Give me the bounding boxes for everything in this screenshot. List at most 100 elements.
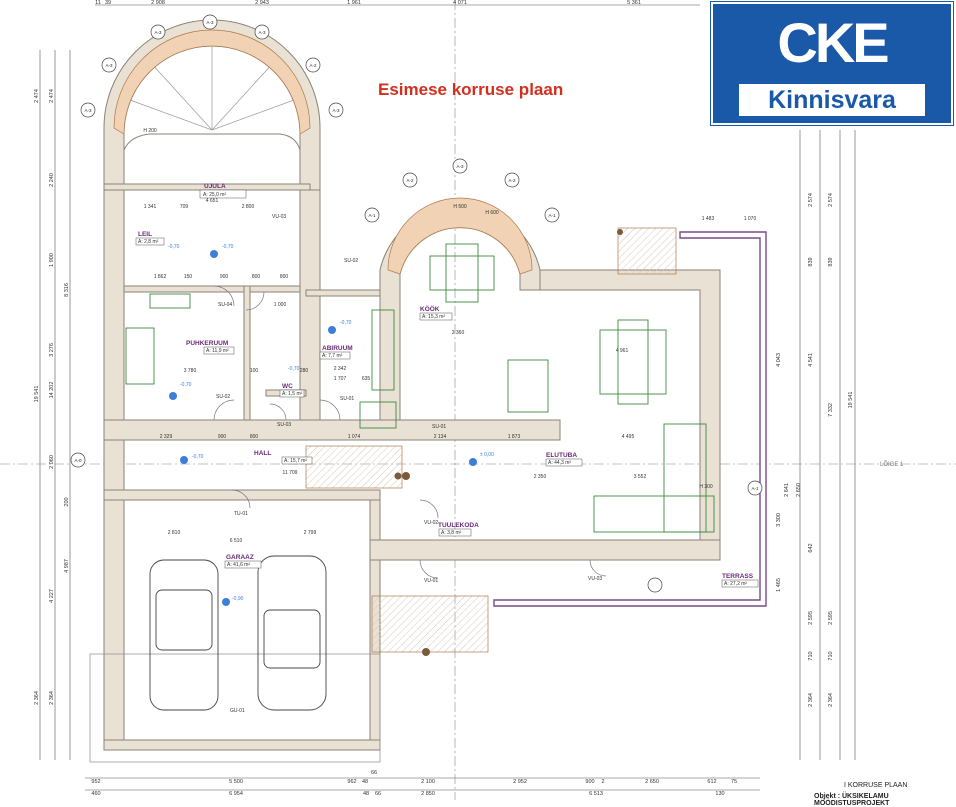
axis-label: A-2: [406, 178, 414, 183]
title-block-line1: I KORRUSE PLAAN: [844, 782, 908, 789]
axis-bubbles: [70, 14, 763, 593]
door-code: SU-02: [344, 258, 358, 264]
dim-text: 130: [715, 791, 724, 797]
dim-text: 280: [300, 368, 309, 374]
door-code: TU-01: [234, 511, 248, 517]
dim-text: 1 341: [144, 204, 157, 210]
dim-text: 66: [371, 770, 377, 776]
door-code: GU-01: [230, 708, 245, 714]
door-code: VU-01: [424, 578, 438, 584]
dim-text: 839: [828, 257, 834, 266]
dims-internal: 4 651 1 341 709 2 800 1 862 150 900 800 …: [143, 128, 756, 544]
door-code: SU-01: [340, 396, 354, 402]
room-name: LEIL: [138, 231, 152, 238]
dim-text: 4 651: [206, 198, 219, 204]
dim-text: 2 908: [151, 0, 165, 6]
dim-text: 2 060: [49, 455, 55, 469]
dim-text: 2 943: [255, 0, 269, 6]
dim-text: 2 650: [796, 483, 802, 497]
dim-text: 200: [64, 497, 70, 506]
dim-text: 6 954: [229, 791, 243, 797]
dim-text: 2 574: [828, 193, 834, 207]
dim-text: 14 202: [49, 382, 55, 399]
furniture: [125, 243, 715, 533]
level-value: -0,90: [232, 596, 244, 602]
cke-logo: CKE Kinnisvara: [711, 2, 953, 125]
entrance-steps: [371, 595, 489, 653]
dim-text: 4 987: [64, 559, 70, 573]
dim-text: 19 541: [34, 386, 40, 403]
dim-text: 2 350: [534, 474, 547, 480]
dim-text: 3 276: [49, 343, 55, 357]
columns: [394, 229, 623, 656]
room-name: GARAAZ: [226, 554, 254, 561]
dim-text: 800: [252, 274, 261, 280]
dim-text: 2 240: [49, 173, 55, 187]
room-area: A: 2,8 m²: [138, 239, 159, 245]
level-value: -0,70: [168, 244, 180, 250]
dim-text: 900: [218, 434, 227, 440]
dim-text: 4 071: [453, 0, 467, 6]
dims-right: 2 574 2 574 839 839 4 541 4 043 7 332 19…: [776, 193, 854, 707]
dim-text: 2 100: [421, 779, 435, 785]
dim-text: 710: [808, 651, 814, 660]
dim-text: 66: [375, 791, 381, 797]
level-value: -0,70: [222, 244, 234, 250]
axis-labels: A-3 A-3 A-3 A-3 A-2 A-3 A-3 A-3 A-2 A-2 …: [74, 20, 759, 491]
level-markers: [169, 250, 477, 606]
room-area: A: 41,6 m²: [227, 562, 250, 568]
dim-text: 2 650: [645, 779, 659, 785]
dim-text: 3 300: [776, 513, 782, 527]
room-name: ABIRUUM: [322, 345, 353, 352]
dim-text: 2 364: [34, 691, 40, 705]
room-name: KÖÖK: [420, 304, 440, 313]
dim-text: 642: [808, 543, 814, 552]
room-area: A: 27,2 m²: [724, 581, 747, 587]
dim-text: 2 364: [808, 693, 814, 707]
door-codes: SU-04 SU-02 SU-03 SU-01 SU-01 SU-02 TU-0…: [216, 214, 602, 714]
dim-text: 2 595: [828, 611, 834, 625]
room-name: ELUTUBA: [546, 452, 577, 459]
door-code: SU-04: [218, 302, 232, 308]
dim-text: 11 709: [283, 470, 298, 476]
dim-text: 1 900: [49, 253, 55, 267]
dim-text: 2 574: [808, 193, 814, 207]
level-values: -0,70 -0,70 -0,70 -0,70 -0,70 -0,70 ± 0,…: [168, 244, 494, 602]
dim-text: 7 332: [828, 403, 834, 417]
dim-text: 1 070: [744, 216, 757, 222]
dim-text: 1 465: [776, 578, 782, 592]
axis-label: A-3: [332, 108, 340, 113]
dim-text: 2 474: [34, 89, 40, 103]
terrace-deck: [617, 227, 677, 275]
dim-text: 11: [95, 0, 101, 6]
dim-text: 1 074: [348, 434, 361, 440]
room-names: UJULA LEIL PUHKERUUM ABIRUUM WC KÖÖK ELU…: [138, 183, 754, 580]
door-code: SU-01: [432, 424, 446, 430]
dim-text: 2 474: [49, 89, 55, 103]
dim-text: 2 810: [168, 530, 181, 536]
door-code: SU-03: [277, 422, 291, 428]
dim-text: 4 541: [808, 353, 814, 367]
dim-text: 839: [808, 257, 814, 266]
dims-left: 2 474 2 474 2 240 1 900 8 316 3 276 14 2…: [34, 89, 70, 705]
dim-text: 800: [280, 274, 289, 280]
level-value: -0,70: [180, 382, 192, 388]
dim-text: 3 360: [452, 330, 465, 336]
dim-text: 6 510: [230, 538, 243, 544]
dims-top: 11 39 2 908 2 943 1 961 4 071 5 361: [95, 0, 641, 6]
page-title: Esimese korruse plaan: [378, 80, 564, 99]
dim-text: 709: [180, 204, 189, 210]
door-code: VU-02: [424, 520, 438, 526]
pool: [123, 133, 301, 185]
room-area: A: 44,3 m²: [548, 460, 571, 466]
door-swings: [213, 285, 607, 579]
dim-text: H 500: [453, 204, 467, 210]
room-name: WC: [282, 383, 293, 390]
dim-text: 5 500: [229, 779, 243, 785]
room-name: TUULEKODA: [438, 522, 479, 529]
dim-text: 4 227: [49, 589, 55, 603]
dim-text: 19 541: [848, 392, 854, 409]
dim-text: 460: [91, 791, 100, 797]
dim-text: 4 961: [616, 348, 629, 354]
